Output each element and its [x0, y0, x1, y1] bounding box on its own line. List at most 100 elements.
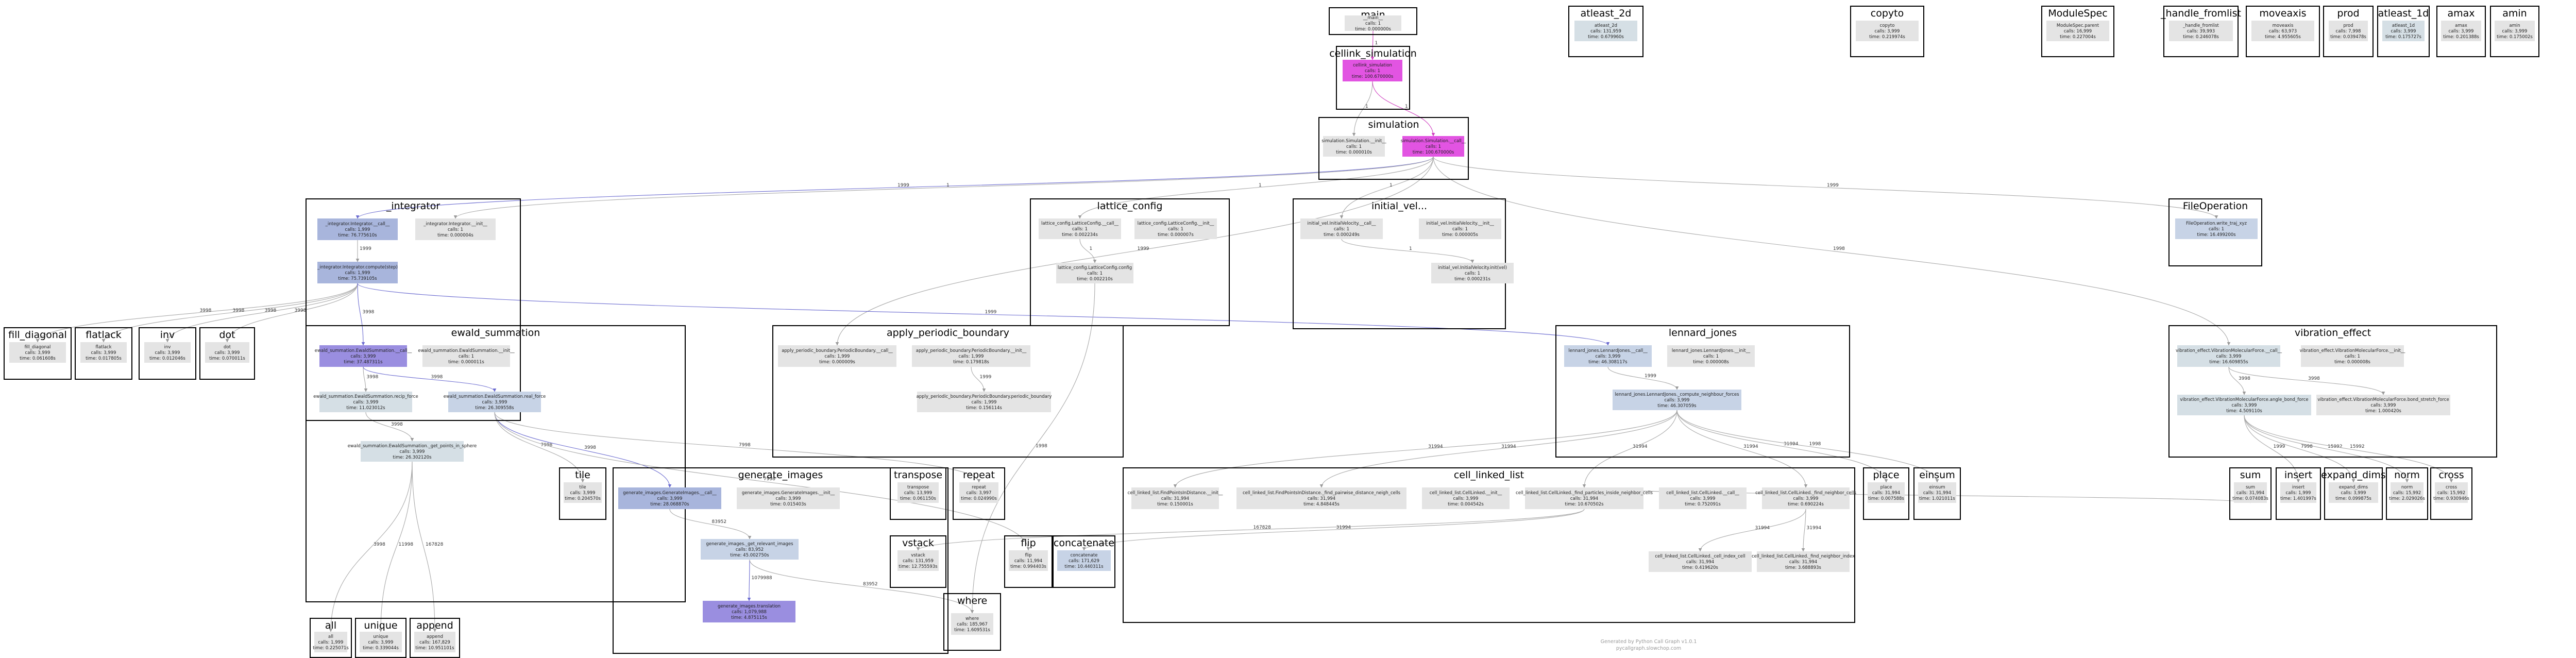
edge-e_ew3: 3998 — [365, 412, 414, 442]
node-ew_real[interactable]: ewald_summation.EwaldSummation.real_forc… — [444, 392, 546, 412]
node-label-line: time: 10.440311s — [1064, 564, 1104, 569]
footer-url[interactable]: pycallgraph.slowchop.com — [1616, 646, 1681, 651]
cluster-amax: amax — [2436, 6, 2486, 57]
node-gi_init[interactable]: generate_images.GenerateImages.__init__c… — [737, 487, 840, 509]
node-label-line: time: 0.039478s — [2330, 35, 2366, 40]
node-label-line: calls: 3,999 — [2371, 403, 2396, 408]
edge-label: 3998 — [233, 308, 245, 313]
node-label-line: repeat — [972, 485, 986, 490]
node-cl5[interactable]: cell_linked_list.CellLinked.__call__call… — [1659, 487, 1747, 509]
node-label-line: initial_vel.InitialVelocity.init(vel) — [1438, 265, 1507, 271]
node-vb_stretch[interactable]: vibration_effect.VibrationMolecularForce… — [2316, 395, 2450, 415]
node-cl7[interactable]: cell_linked_list.CellLinked._cell_index_… — [1649, 551, 1752, 572]
node-sim_init[interactable]: simulation.Simulation.__init__calls: 1ti… — [1321, 136, 1386, 157]
node-lc_init[interactable]: lattice_config.LatticeConfig.__init__cal… — [1134, 218, 1217, 239]
node-ew_call[interactable]: ewald_summation.EwaldSummation.__call__c… — [315, 345, 412, 367]
edge-label: 31994 — [1428, 444, 1443, 449]
edge-label: 7998 — [739, 443, 751, 448]
node-label-line: calls: 3,999 — [25, 350, 50, 356]
node-apb_call[interactable]: apply_periodic_boundary.PeriodicBoundary… — [778, 345, 896, 367]
node-iv_init2[interactable]: initial_vel.InitialVelocity.init(vel)cal… — [1431, 263, 1514, 283]
node-vb_call[interactable]: vibration_effect.VibrationMolecularForce… — [2176, 345, 2282, 367]
node-cl3[interactable]: cell_linked_list.CellLinked.__init__call… — [1422, 487, 1510, 509]
node-int_init[interactable]: _integrator.Integrator.__init__calls: 1t… — [415, 218, 496, 240]
node-label-line: time: 0.099875s — [2335, 496, 2371, 501]
node-int_call[interactable]: _integrator.Integrator.__call__calls: 1,… — [317, 218, 398, 240]
node-label-line: time: 0.074083s — [2232, 496, 2268, 501]
cluster-title: all — [325, 620, 336, 631]
edge-e_lj2: 31994 — [1173, 410, 1677, 488]
node-iv_call[interactable]: initial_vel.InitialVelocity.__call__call… — [1300, 218, 1383, 239]
node-label-line: calls: 1,999 — [318, 640, 344, 645]
node-label-line: calls: 15,992 — [2393, 491, 2421, 496]
node-label-line: calls: 1,999 — [2286, 491, 2311, 496]
node-lj_force[interactable]: lennard_jones.LennardJones._compute_neig… — [1613, 390, 1741, 410]
node-apb_init[interactable]: apply_periodic_boundary.PeriodicBoundary… — [912, 345, 1030, 367]
node-gi_rel[interactable]: generate_images._get_relevant_imagescall… — [701, 539, 799, 560]
node-lj_init[interactable]: lennard_jones.LennardJones.__init__calls… — [1667, 345, 1755, 367]
node-label-line: calls: 83,952 — [736, 547, 764, 552]
node-lc_call[interactable]: lattice_config.LatticeConfig.__call__cal… — [1039, 218, 1121, 239]
node-ew_init[interactable]: ewald_summation.EwaldSummation.__init__c… — [418, 345, 515, 367]
node-label-line: calls: 3,999 — [657, 496, 683, 501]
node-cl6[interactable]: cell_linked_list.CellLinked._find_neighb… — [1755, 487, 1856, 509]
node-vb_init[interactable]: vibration_effect.VibrationMolecularForce… — [2300, 345, 2406, 367]
edge-label: 1999 — [1645, 374, 1656, 379]
node-label-line: calls: 3,999 — [400, 449, 425, 454]
node-gi_gen[interactable]: generate_images.GenerateImages.__call__c… — [618, 487, 721, 509]
node-sim_call[interactable]: simulation.Simulation.__call__calls: 1ti… — [1401, 136, 1466, 157]
node-cl4[interactable]: cell_linked_list.CellLinked._find_partic… — [1516, 487, 1653, 509]
node-vb_bond[interactable]: vibration_effect.VibrationMolecularForce… — [2177, 395, 2311, 415]
node-lj_call[interactable]: lennard_jones.LennardJones.__call__calls… — [1564, 345, 1652, 367]
node-label-line: insert — [2292, 485, 2305, 490]
node-lc_config[interactable]: lattice_config.LatticeConfig.configcalls… — [1056, 263, 1133, 283]
node-cl8[interactable]: cell_linked_list.CellLinked._find_neighb… — [1752, 551, 1855, 572]
cluster-title: expand_dims — [2321, 469, 2386, 481]
node-ew_recip[interactable]: ewald_summation.EwaldSummation.recip_for… — [313, 392, 418, 412]
node-cl2[interactable]: cell_linked_list.FindPointsInDistance._f… — [1236, 487, 1406, 509]
node-label-line: apply_periodic_boundary.PeriodicBoundary… — [916, 348, 1027, 353]
edge-label: 31994 — [1336, 525, 1351, 530]
node-ew_pairs[interactable]: ewald_summation.EwaldSummation._get_poin… — [348, 441, 477, 462]
node-cl1[interactable]: cell_linked_list.FindPointsInDistance.__… — [1128, 487, 1224, 509]
node-iv_init[interactable]: initial_vel.InitialVelocity.__init__call… — [1419, 218, 1501, 239]
node-int_step[interactable]: _integrator.Integrator.compute(step)call… — [317, 262, 398, 283]
node-apb_pb[interactable]: apply_periodic_boundary.PeriodicBoundary… — [917, 392, 1052, 412]
node-label-line: _integrator.Integrator.__init__ — [423, 222, 487, 227]
node-label-line: time: 0.219974s — [1869, 35, 1905, 40]
